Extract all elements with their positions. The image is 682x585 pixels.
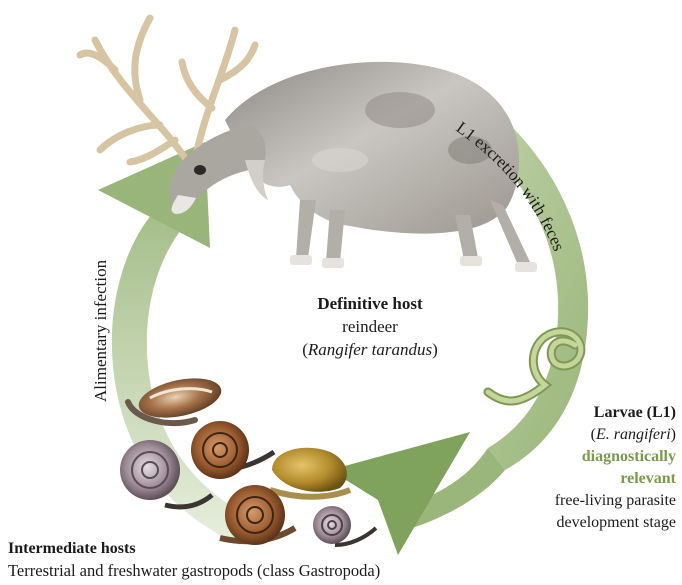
infection-label: Alimentary infection bbox=[91, 259, 110, 402]
larvae-stage-line1: free-living parasite bbox=[555, 490, 676, 512]
larvae-stage-line2: development stage bbox=[555, 512, 676, 534]
larvae-note-line1: diagnostically bbox=[555, 446, 676, 468]
intermediate-hosts-title: Intermediate hosts bbox=[8, 538, 380, 560]
snail-2-icon bbox=[191, 421, 274, 479]
definitive-host-common-name: reindeer bbox=[280, 315, 460, 338]
definitive-host-block: Definitive host reindeer (Rangifer taran… bbox=[280, 292, 460, 361]
larvae-title: Larvae (L1) bbox=[555, 402, 676, 424]
definitive-host-title: Definitive host bbox=[280, 292, 460, 315]
larvae-block: Larvae (L1) (E. rangiferi) diagnosticall… bbox=[555, 402, 676, 534]
intermediate-hosts-description: Terrestrial and freshwater gastropods (c… bbox=[8, 560, 380, 582]
definitive-host-latin-name: Rangifer tarandus bbox=[308, 340, 432, 359]
larvae-species: (E. rangiferi) bbox=[555, 424, 676, 446]
larvae-species-name: E. rangiferi bbox=[596, 426, 671, 443]
snail-illustrations bbox=[120, 372, 376, 545]
larvae-note-line2: relevant bbox=[555, 468, 676, 490]
intermediate-hosts-block: Intermediate hosts Terrestrial and fresh… bbox=[8, 538, 380, 582]
snail-4-icon bbox=[270, 448, 350, 497]
infection-label-text: Alimentary infection bbox=[91, 259, 110, 402]
definitive-host-latin: (Rangifer tarandus) bbox=[280, 338, 460, 361]
